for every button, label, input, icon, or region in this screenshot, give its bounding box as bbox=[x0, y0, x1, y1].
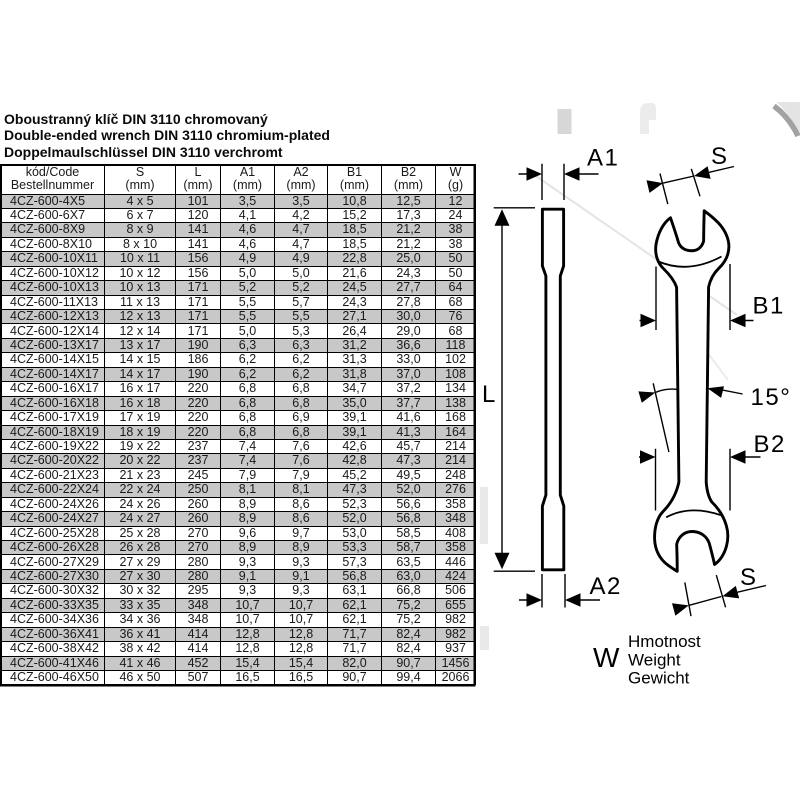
svg-text:B1: B1 bbox=[753, 293, 785, 320]
svg-text:S: S bbox=[740, 564, 756, 591]
svg-text:15°: 15° bbox=[751, 384, 792, 411]
svg-text:A1: A1 bbox=[587, 145, 619, 172]
svg-text:A2: A2 bbox=[590, 573, 622, 600]
svg-text:B2: B2 bbox=[754, 431, 786, 458]
svg-text:Hmotnost: Hmotnost bbox=[628, 632, 701, 651]
svg-text:Gewicht: Gewicht bbox=[628, 669, 690, 688]
svg-text:S: S bbox=[711, 143, 727, 170]
svg-text:Weight: Weight bbox=[628, 651, 681, 670]
svg-text:W: W bbox=[593, 642, 620, 673]
svg-text:L: L bbox=[482, 381, 495, 408]
